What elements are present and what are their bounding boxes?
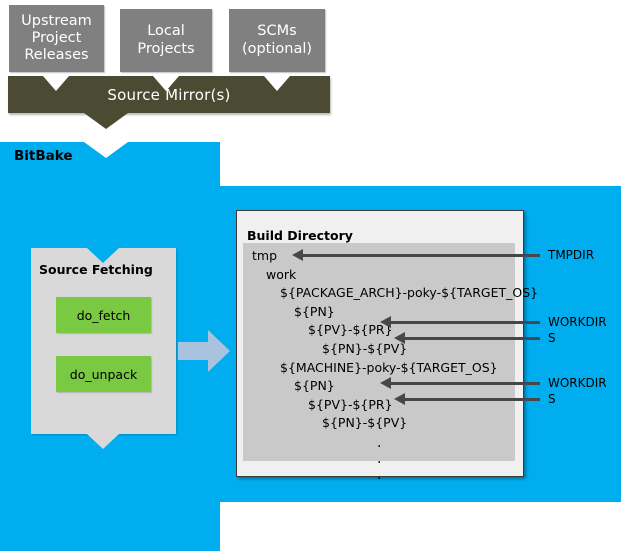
source-fetching-inlet-notch-icon (87, 248, 119, 263)
task-box-do-fetch-label: do_fetch (76, 307, 131, 323)
task-box-do-unpack[interactable]: do_unpack (56, 356, 151, 392)
callout-label-tmpdir: TMPDIR (548, 248, 595, 262)
flow-arrow-right-icon (178, 330, 230, 372)
down-arrow-notch-local-icon (153, 76, 179, 91)
callout-arrow-head-icon (292, 249, 303, 261)
down-arrow-notch-upstream-icon (43, 76, 69, 91)
callout-arrow-head-icon (394, 332, 405, 344)
callout-leader-line (390, 321, 540, 324)
callout-label-s-1: S (548, 331, 556, 345)
down-arrow-notch-scms-icon (264, 76, 290, 91)
callout-label-s-2: S (548, 392, 556, 406)
source-box-scms: SCMs (optional) (229, 9, 325, 72)
callout-leader-line (302, 254, 540, 257)
source-box-upstream-label: Upstream Project Releases (21, 12, 92, 64)
callout-arrow-head-icon (380, 377, 391, 389)
build-directory-title: Build Directory (247, 228, 353, 243)
source-box-local-projects-label: Local Projects (137, 23, 195, 57)
down-arrow-mirror-to-bitbake-icon (84, 113, 128, 129)
callout-leader-line (404, 398, 540, 401)
bitbake-inlet-notch-icon (84, 142, 128, 158)
source-box-local-projects: Local Projects (120, 9, 212, 72)
bitbake-label: BitBake (14, 148, 73, 164)
callout-arrow-head-icon (394, 393, 405, 405)
source-fetching-panel (31, 248, 176, 434)
source-box-upstream: Upstream Project Releases (9, 5, 104, 72)
task-box-do-unpack-label: do_unpack (69, 366, 138, 382)
task-box-do-fetch[interactable]: do_fetch (56, 297, 151, 333)
callout-leader-line (404, 337, 540, 340)
source-box-scms-label: SCMs (optional) (241, 23, 313, 57)
source-fetching-title: Source Fetching (39, 262, 153, 277)
callout-label-workdir-2: WORKDIR (548, 376, 607, 390)
source-fetching-outlet-notch-icon (87, 434, 119, 449)
callout-leader-line (390, 382, 540, 385)
callout-arrow-head-icon (380, 316, 391, 328)
directory-tree-panel (243, 243, 515, 461)
source-mirror-label: Source Mirror(s) (107, 85, 231, 104)
callout-label-workdir-1: WORKDIR (548, 315, 607, 329)
